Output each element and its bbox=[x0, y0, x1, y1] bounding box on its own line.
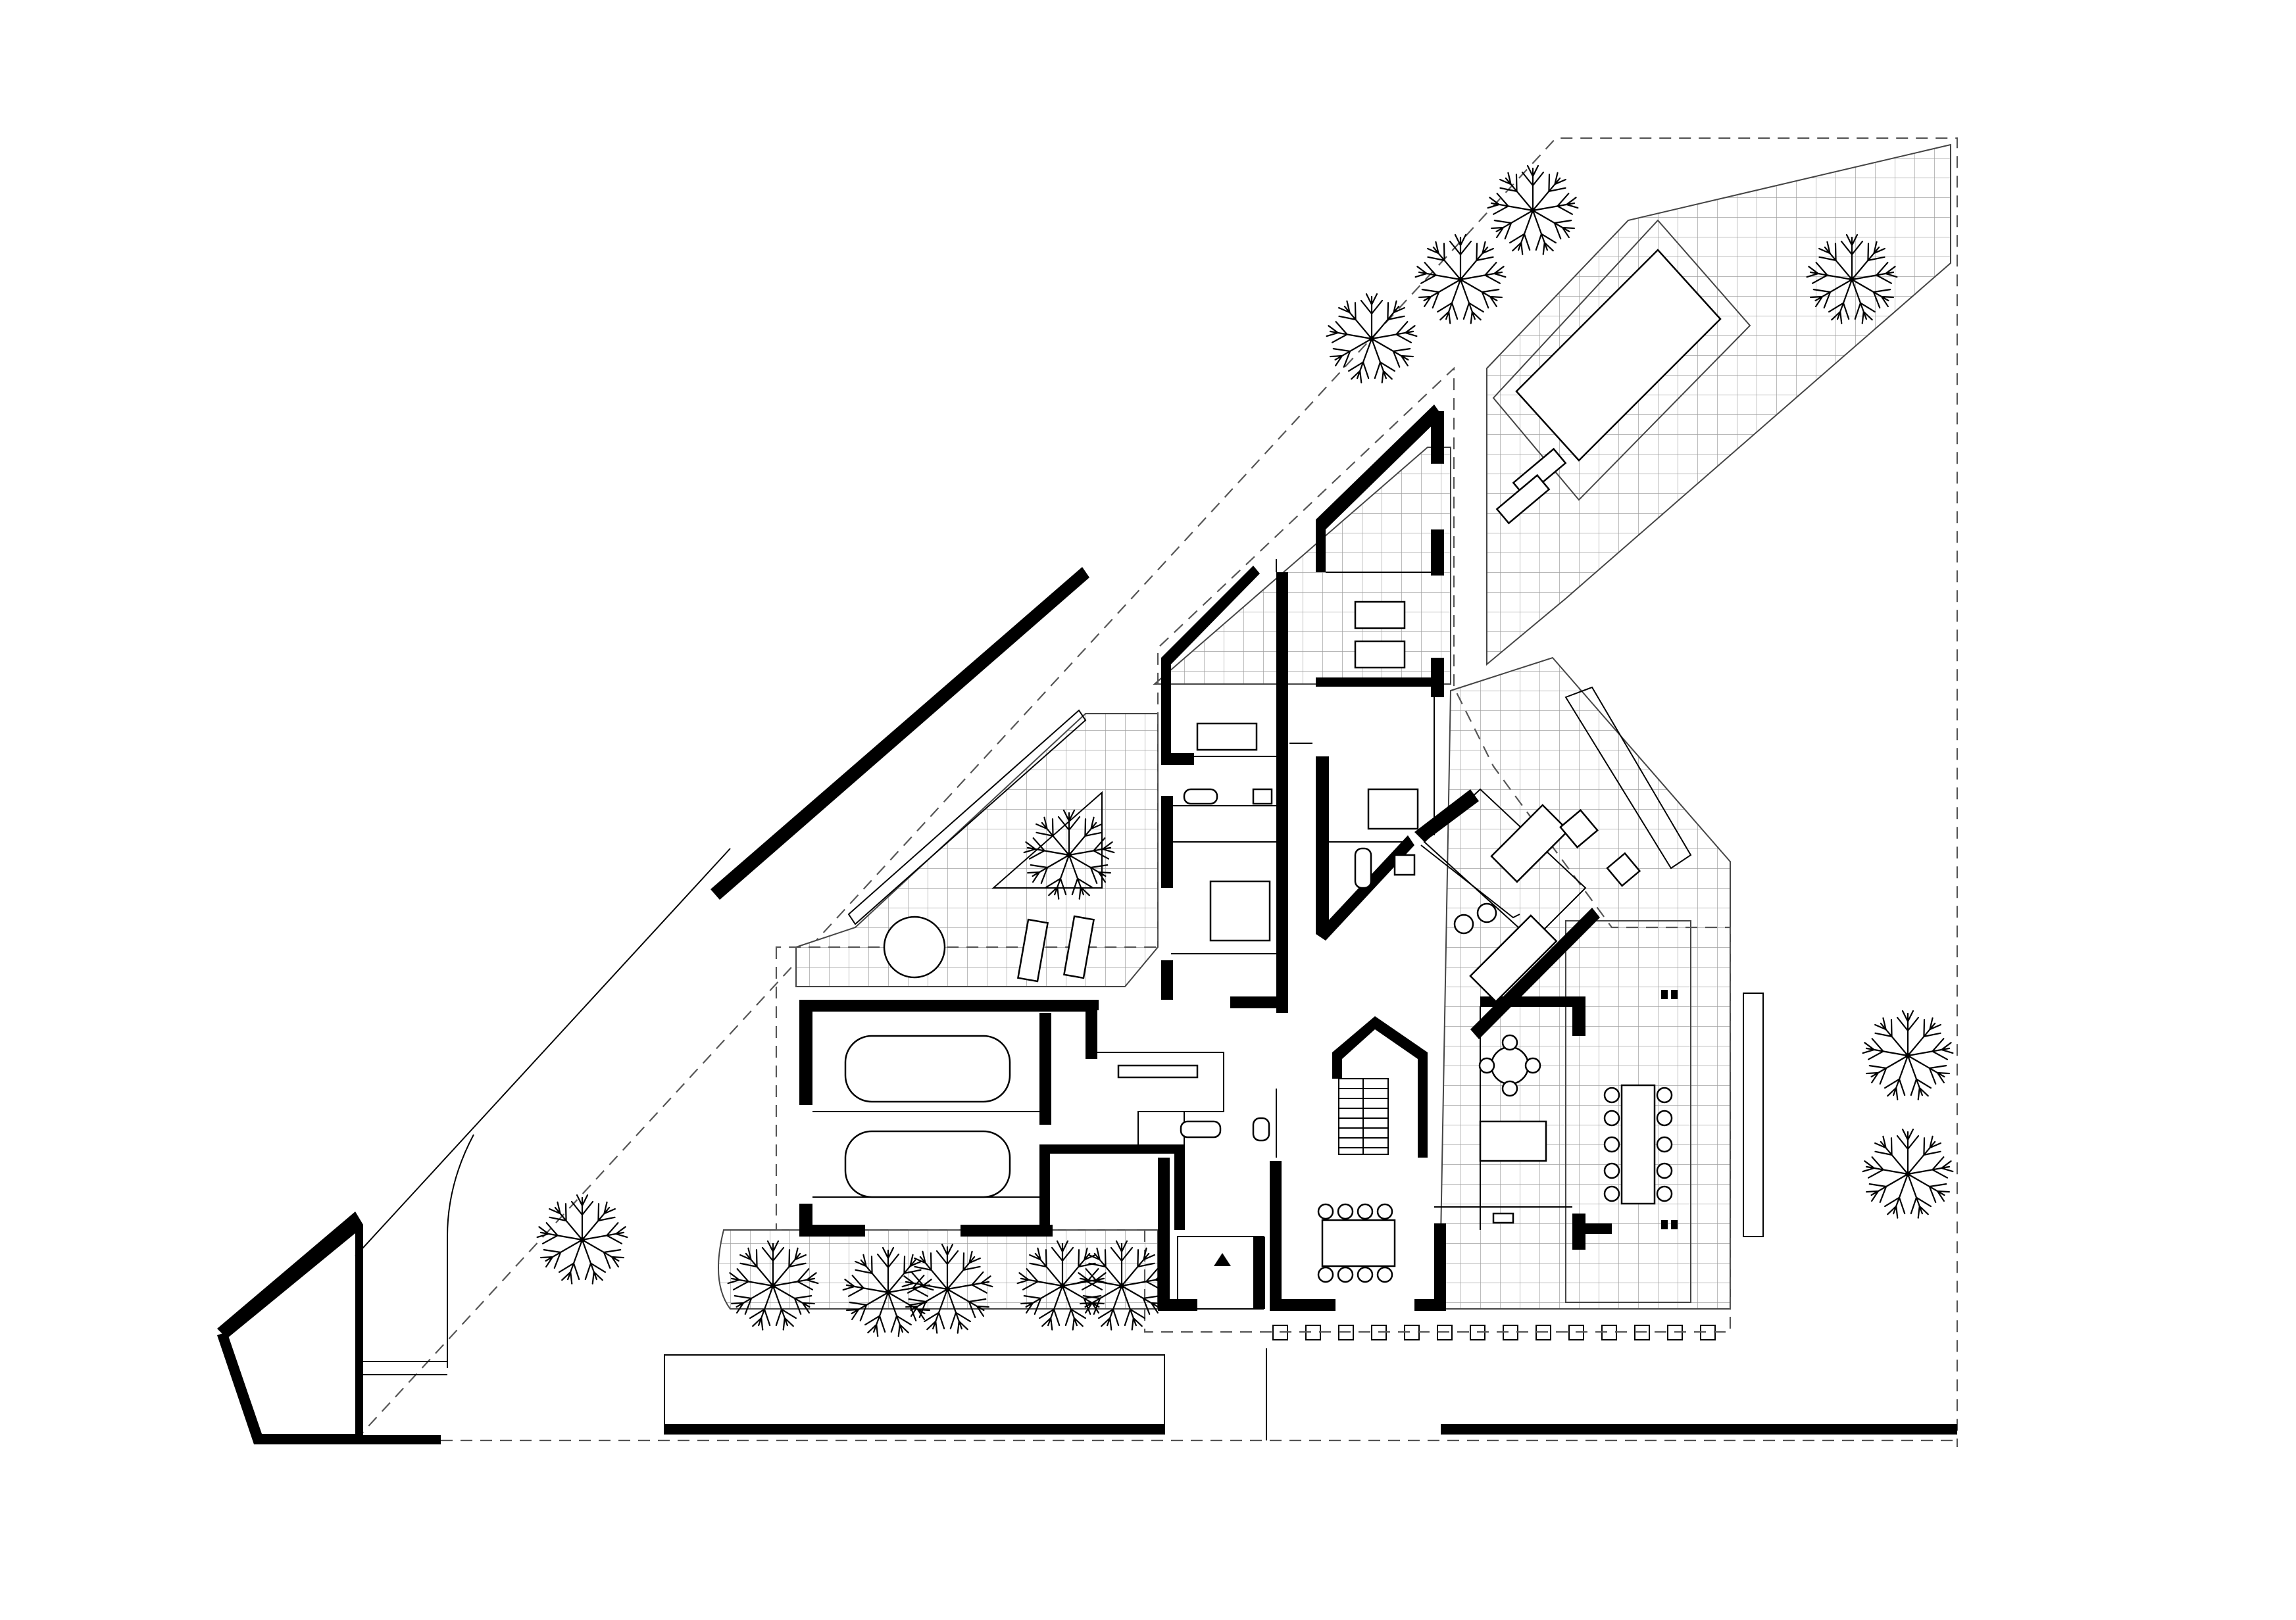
entrance-arrow-icon bbox=[1214, 1253, 1231, 1266]
entrance-step bbox=[1177, 1236, 1264, 1310]
tree-icon bbox=[1325, 293, 1418, 385]
wall-south-2 bbox=[1441, 1424, 1957, 1435]
terrace-corridor bbox=[1153, 447, 1451, 685]
car-icon bbox=[844, 1130, 1011, 1198]
dining-table-icon bbox=[1620, 1084, 1656, 1205]
sun-lounger-icon bbox=[1016, 918, 1049, 983]
fixtures bbox=[844, 447, 1678, 1283]
outdoor-table bbox=[883, 916, 946, 979]
stair bbox=[1338, 1078, 1389, 1155]
roof-outline bbox=[775, 366, 1732, 1333]
canopy-east bbox=[1564, 686, 1692, 870]
tree-icon bbox=[1861, 1010, 1955, 1102]
sun-lounger-icon bbox=[1062, 915, 1095, 979]
dining-table-icon bbox=[1321, 1219, 1396, 1267]
site-boundary bbox=[263, 137, 1959, 1447]
sun-lounger-icon bbox=[1495, 474, 1551, 525]
tree-icon bbox=[726, 1240, 820, 1333]
wall-north-west bbox=[711, 567, 1089, 900]
tree-icon bbox=[1075, 1240, 1168, 1333]
garden-bench-south bbox=[664, 1354, 1165, 1435]
canopy-south-east bbox=[1743, 993, 1764, 1237]
entrance-planter bbox=[718, 1229, 1159, 1310]
terrace-pool bbox=[1486, 143, 1951, 666]
tree-icon bbox=[901, 1243, 994, 1336]
tree-icon bbox=[1486, 164, 1580, 257]
boundary-walls bbox=[217, 567, 1957, 1444]
partitions bbox=[812, 559, 1587, 1230]
wall-south-1 bbox=[664, 1424, 1164, 1435]
tree-icon bbox=[1414, 233, 1507, 326]
tree-icon bbox=[1861, 1128, 1955, 1221]
tree-icon bbox=[536, 1194, 629, 1287]
wall-west-lodge bbox=[217, 1212, 441, 1444]
car-icon bbox=[844, 1035, 1011, 1103]
canopy-west bbox=[847, 709, 1087, 925]
terrace-west-garden bbox=[795, 713, 1159, 987]
